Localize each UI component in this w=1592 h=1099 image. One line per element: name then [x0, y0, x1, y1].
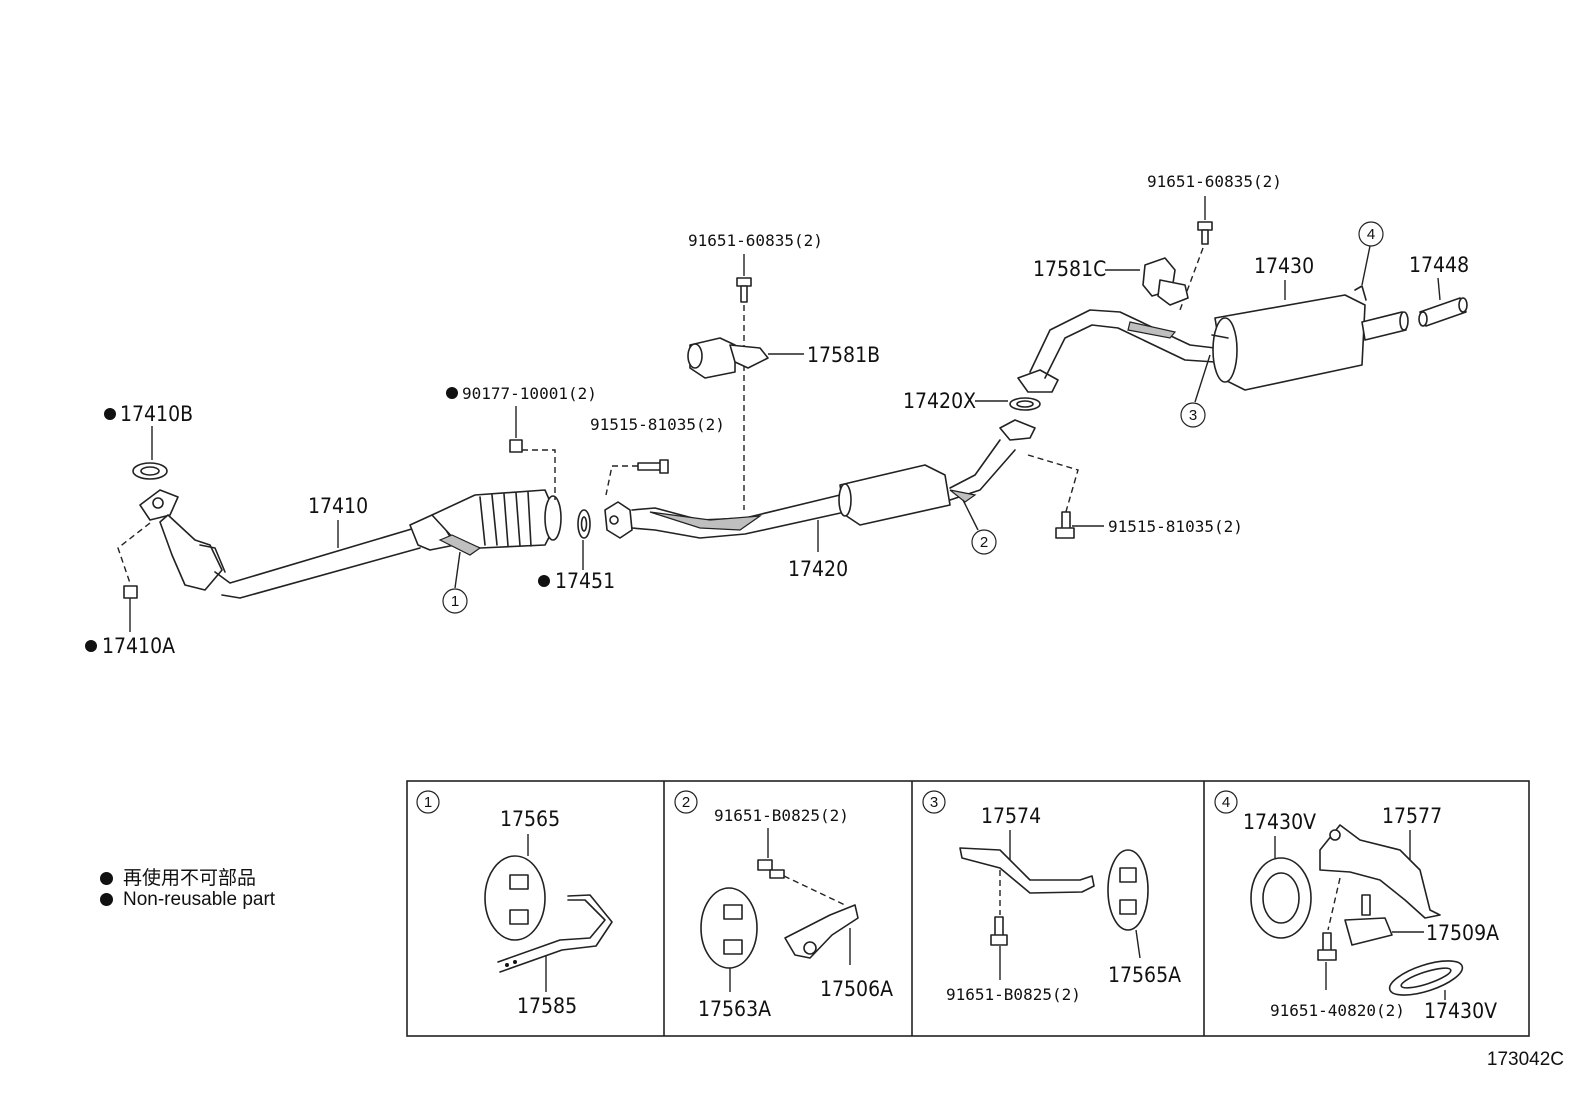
bolt-91651-mid: [736, 277, 752, 303]
exhaust-tip-17448: [1418, 297, 1468, 327]
label-17410a: 17410A: [102, 634, 175, 658]
callout-2-main: [971, 529, 997, 555]
bolt-91515-right: [1055, 511, 1075, 539]
svg-text:2: 2: [682, 794, 690, 811]
svg-text:2: 2: [980, 534, 988, 551]
gasket-17430v-top: [1250, 857, 1312, 939]
label-17509a: 17509A: [1426, 921, 1499, 945]
bolt-91651-40820: [1317, 932, 1337, 961]
detail-panel-4: 4 17430V 17577 91651-40820(2) 17509A: [1214, 790, 1499, 1023]
callout-3-main: [1180, 402, 1206, 428]
rubber-hanger-17565a: [1107, 849, 1149, 931]
bolt-91651-b0825-p3: [990, 916, 1008, 946]
label-17565a: 17565A: [1108, 963, 1181, 987]
nonreusable-dot-icon: [100, 872, 113, 885]
label-17506a: 17506A: [820, 977, 893, 1001]
label-17574: 17574: [981, 804, 1041, 828]
hanger-bracket-17574: [959, 847, 1095, 894]
hanger-17581b: [687, 337, 769, 379]
label-17448: 17448: [1409, 253, 1469, 277]
nonreusable-mark-17410b: [104, 408, 116, 420]
rubber-hanger-17565: [484, 855, 546, 941]
gasket-17430v-bottom: [1388, 960, 1464, 996]
nut-17410a: [123, 585, 138, 632]
label-91651-40820: 91651-40820(2): [1270, 1001, 1405, 1020]
nonreusable-mark-17451: [538, 575, 550, 587]
label-17420: 17420: [788, 557, 848, 581]
label-17430v-bottom: 17430V: [1424, 999, 1497, 1023]
detail-panel-1: 1 17565 17585: [416, 790, 613, 1018]
stud-block-17509a: [1344, 894, 1393, 946]
label-17563a: 17563A: [698, 997, 771, 1021]
svg-text:4: 4: [1367, 226, 1375, 243]
nonreusable-mark-17410a: [85, 640, 97, 652]
hanger-17581c: [1142, 257, 1189, 306]
label-17581c: 17581C: [1033, 257, 1106, 281]
label-17410b: 17410B: [120, 402, 193, 426]
bracket-17506a: [784, 904, 859, 959]
svg-text:3: 3: [1189, 407, 1197, 424]
detail-panel-2: 2 91651-B0825(2) 17563A 17506A: [674, 790, 893, 1021]
label-91515-right: 91515-81035(2): [1108, 517, 1243, 536]
label-17430: 17430: [1254, 254, 1314, 278]
callout-1-main: [442, 588, 468, 614]
rubber-hanger-17563a: [700, 887, 758, 969]
svg-text:1: 1: [424, 794, 432, 811]
label-91651-b0825-p3: 91651-B0825(2): [946, 985, 1081, 1004]
label-90177: 90177-10001(2): [462, 384, 597, 403]
label-17410: 17410: [308, 494, 368, 518]
catalytic-converter: [431, 489, 562, 556]
label-17420x: 17420X: [903, 389, 976, 413]
label-17585: 17585: [517, 994, 577, 1018]
figure-id: 173042C: [1486, 1049, 1564, 1070]
label-91651-mid: 91651-60835(2): [688, 231, 823, 250]
bracket-17577: [1319, 824, 1441, 919]
label-91515-left: 91515-81035(2): [590, 415, 725, 434]
legend-nonreusable-jp: 再使用不可部品: [100, 863, 256, 890]
label-17577: 17577: [1382, 804, 1442, 828]
label-17430v-top: 17430V: [1243, 810, 1316, 834]
legend-nonreusable-en: Non-reusable part: [100, 889, 275, 911]
hanger-bracket-17430: [1354, 285, 1367, 301]
gasket-17410b: [132, 462, 168, 480]
detail-frame: [406, 780, 1530, 1037]
flange-17420: [999, 419, 1036, 441]
svg-text:3: 3: [930, 794, 938, 811]
svg-text:1: 1: [451, 593, 459, 610]
tailpipe-17430: [1017, 294, 1409, 393]
nonreusable-mark-90177: [446, 387, 458, 399]
bolt-91651-b0825-p2: [757, 859, 785, 879]
detail-panel-3: 3 17574 91651-B0825(2) 17565A: [922, 790, 1181, 1004]
label-17581b: 17581B: [807, 343, 880, 367]
front-pipe-17410: [139, 489, 456, 599]
label-91651-top: 91651-60835(2): [1147, 172, 1282, 191]
center-pipe-17420: [604, 439, 1016, 539]
bolt-91515-left: [637, 459, 669, 474]
svg-text:4: 4: [1222, 794, 1230, 811]
nut-90177: [509, 439, 523, 453]
bolt-91651-top: [1197, 221, 1213, 245]
label-91651-b0825-p2: 91651-B0825(2): [714, 806, 849, 825]
hanger-rod-17585: [497, 894, 613, 973]
callout-4-main: [1358, 221, 1384, 247]
label-17451: 17451: [555, 569, 615, 593]
label-17565: 17565: [500, 807, 560, 831]
nonreusable-dot-icon: [100, 893, 113, 906]
